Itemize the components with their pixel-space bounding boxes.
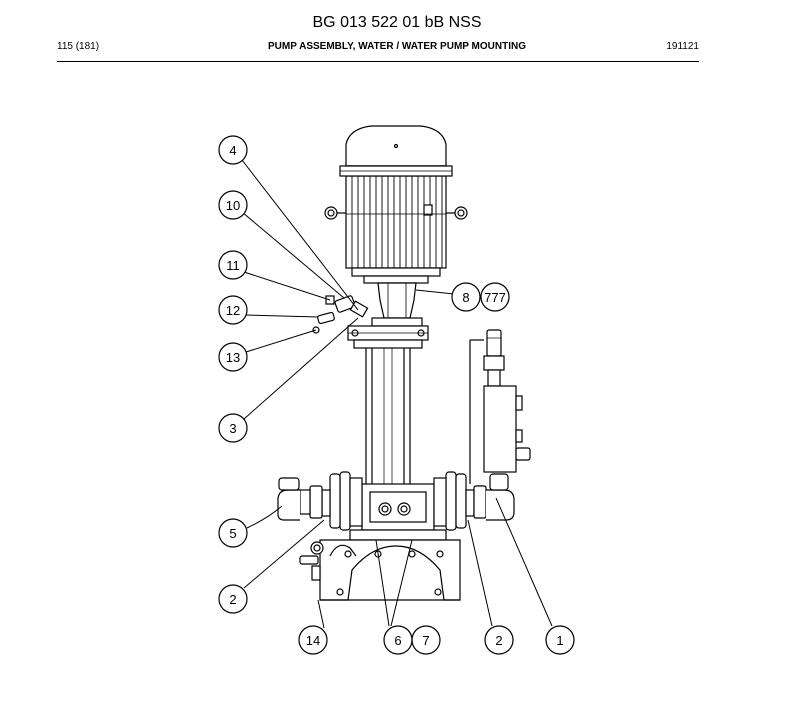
svg-text:5: 5: [229, 526, 236, 541]
callout-8: 8: [451, 282, 481, 312]
motor-housing: [324, 125, 468, 284]
svg-text:8: 8: [462, 290, 469, 305]
svg-text:4: 4: [229, 143, 236, 158]
svg-text:2: 2: [229, 592, 236, 607]
svg-text:11: 11: [226, 258, 240, 273]
header-rule: [57, 61, 699, 62]
svg-text:2: 2: [495, 633, 502, 648]
svg-text:7: 7: [422, 633, 429, 648]
callout-777: 777: [480, 282, 510, 312]
svg-text:13: 13: [226, 350, 240, 365]
callout-14: 14: [298, 625, 328, 655]
coupling-lantern: [371, 282, 423, 327]
svg-text:10: 10: [226, 198, 240, 213]
callout-6: 6: [383, 625, 413, 655]
callout-12: 12: [218, 295, 248, 325]
page-label: 115 (181): [57, 41, 100, 52]
pump-column: [347, 325, 429, 484]
callout-2-right: 2: [484, 625, 514, 655]
leader-lines: [241, 159, 553, 629]
svg-text:14: 14: [306, 633, 320, 648]
callout-3: 3: [218, 413, 248, 443]
svg-text:6: 6: [394, 633, 401, 648]
right-outlet-assembly: [433, 471, 515, 531]
svg-text:777: 777: [484, 290, 506, 305]
svg-text:12: 12: [226, 303, 240, 318]
svg-text:3: 3: [229, 421, 236, 436]
control-unit: [469, 329, 531, 484]
left-inlet-assembly: [277, 471, 363, 531]
section-title: PUMP ASSEMBLY, WATER / WATER PUMP MOUNTI…: [268, 41, 526, 52]
pump-base-body: [349, 483, 447, 541]
callout-10: 10: [218, 190, 248, 220]
callout-2-left: 2: [218, 584, 248, 614]
callout-1: 1: [545, 625, 575, 655]
svg-text:1: 1: [556, 633, 563, 648]
document-title: BG 013 522 01 bB NSS: [312, 14, 482, 31]
callout-7: 7: [411, 625, 441, 655]
callout-13: 13: [218, 342, 248, 372]
mounting-bracket: [299, 539, 461, 601]
callout-5: 5: [218, 518, 248, 548]
callout-11: 11: [218, 250, 248, 280]
date-code: 191121: [666, 41, 699, 52]
callout-4: 4: [218, 135, 248, 165]
